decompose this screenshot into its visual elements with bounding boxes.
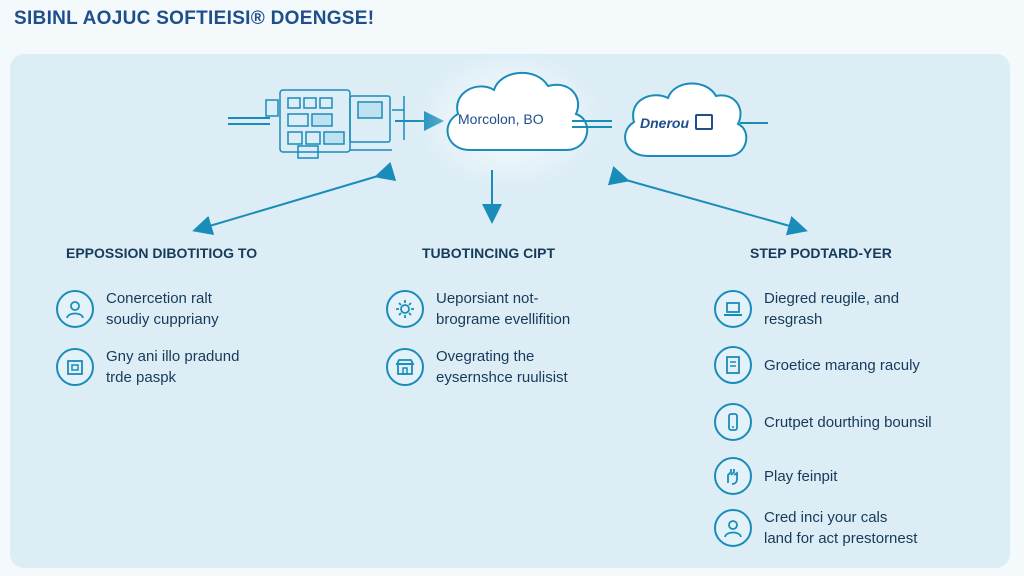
list-item: Conercetion ralt soudiy cuppriany <box>56 288 219 330</box>
item-text: Ovegrating the eysernshce ruulisist <box>436 348 568 386</box>
right-cloud-label: Dnerou <box>640 114 713 131</box>
document-icon <box>714 346 752 384</box>
column-heading-2: TUBOTINCING CIPT <box>422 245 555 261</box>
item-text: Cred inci your cals land for act prestor… <box>764 509 918 547</box>
item-text: Ueporsiant not- brograme evellifition <box>436 290 571 328</box>
list-item: Play feinpit <box>714 457 837 495</box>
network-illustration <box>265 89 405 159</box>
right-cloud-shape <box>624 82 748 157</box>
list-item: Ueporsiant not- brograme evellifition <box>386 288 570 330</box>
list-item: Groetice marang raculy <box>714 346 920 384</box>
column-heading-1: EPPOSSION DIBOTITIOG TO <box>66 245 258 261</box>
flow-arrow-right <box>607 166 808 236</box>
center-cloud-label: Morcolon, BO <box>458 111 544 127</box>
box-icon <box>56 348 94 386</box>
list-item: Cred inci your cals land for act prestor… <box>714 507 917 549</box>
list-item: Crutpet dourthing bounsil <box>714 403 932 441</box>
item-text: Play feinpit <box>764 467 838 485</box>
list-item: Gny ani illo pradund trde paspk <box>56 346 239 388</box>
flow-arrow-left <box>192 161 397 236</box>
item-text: Groetice marang raculy <box>764 356 920 374</box>
user-icon <box>56 290 94 328</box>
store-icon <box>386 348 424 386</box>
gear-icon <box>386 290 424 328</box>
phone-icon <box>714 403 752 441</box>
item-text: Crutpet dourthing bounsil <box>764 413 932 431</box>
column-heading-3: STEP PODTARD-YER <box>750 245 892 261</box>
laptop-icon <box>714 290 752 328</box>
item-text: Diegred reugile, and resgrash <box>764 290 900 328</box>
person-icon <box>714 509 752 547</box>
list-item: Ovegrating the eysernshce ruulisist <box>386 346 568 388</box>
page-title: SIBINL AOJUC SOFTIEISI® DOENGSE! <box>14 8 375 29</box>
item-text: Gny ani illo pradund trde paspk <box>106 348 240 386</box>
app-window-icon <box>694 114 713 130</box>
hand-icon <box>714 457 752 495</box>
item-text: Conercetion ralt soudiy cuppriany <box>106 290 219 328</box>
list-item: Diegred reugile, and resgrash <box>714 288 899 330</box>
